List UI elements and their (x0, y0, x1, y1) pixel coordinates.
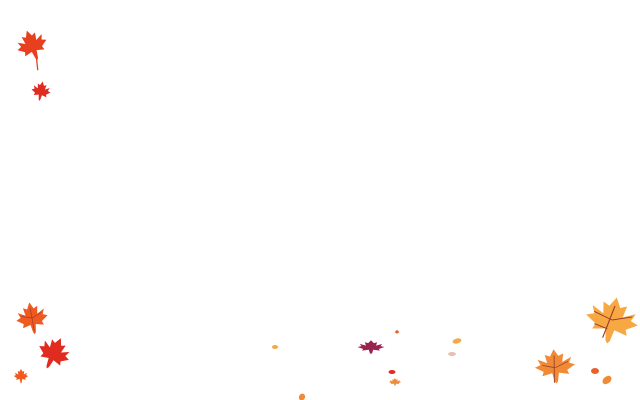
leaf-petal-icon (602, 375, 612, 385)
maple-leaf-icon (388, 378, 402, 386)
leaf-petal-icon (452, 338, 462, 344)
leaf-petal-icon (298, 393, 306, 400)
leaf-petal-icon (448, 352, 456, 356)
maple-leaf-icon (13, 299, 51, 337)
maple-leaf-icon (12, 25, 52, 71)
maple-leaf-icon (394, 329, 400, 335)
maple-leaf-icon (32, 331, 76, 376)
maple-leaf-icon (581, 291, 640, 349)
maple-leaf-icon (13, 368, 29, 384)
leaf-petal-icon (388, 370, 396, 374)
leaf-petal-icon (591, 368, 599, 374)
maple-leaf-icon (29, 79, 53, 103)
maple-leaf-icon (533, 347, 577, 386)
leaf-petal-icon (272, 345, 278, 349)
maple-leaf-icon (357, 340, 385, 354)
